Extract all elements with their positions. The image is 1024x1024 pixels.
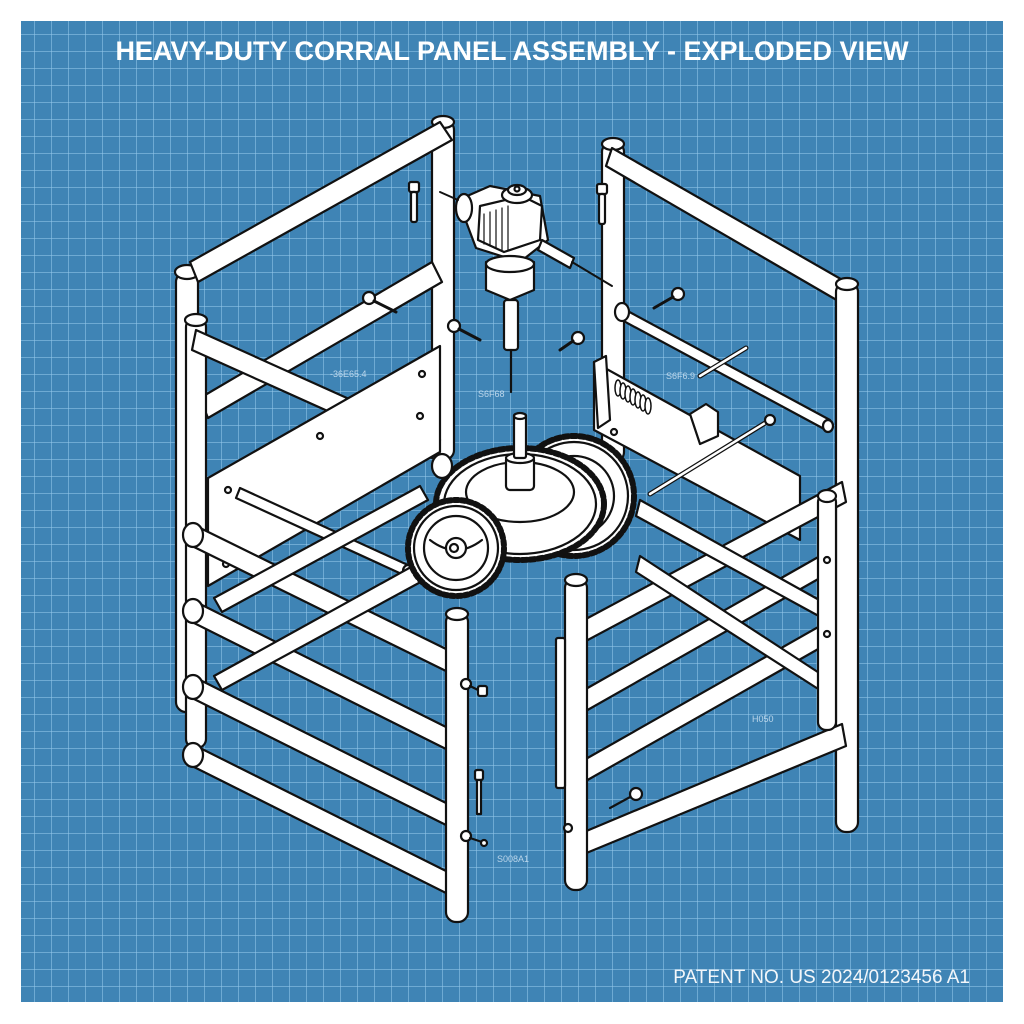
part-label: -36E65.4 xyxy=(330,369,367,379)
part-label: S6F6.9 xyxy=(666,371,695,381)
patent-number: PATENT NO. US 2024/0123456 A1 xyxy=(673,967,970,988)
front-right-gate xyxy=(554,480,848,892)
spring-bracket-right xyxy=(592,354,802,542)
part-labels: -36E65.4 S6F68 S6F6.9 H050 S008A1 xyxy=(330,369,774,864)
part-label: H050 xyxy=(752,714,774,724)
right-panel-frame xyxy=(600,136,860,834)
drawing-title: HEAVY-DUTY CORRAL PANEL ASSEMBLY - EXPLO… xyxy=(115,36,909,66)
drive-gear-assembly xyxy=(405,411,637,599)
part-label: S6F68 xyxy=(478,389,505,399)
pins-and-bolts xyxy=(361,180,686,352)
gear-motor-housing xyxy=(439,183,613,394)
front-left-gate xyxy=(181,484,489,924)
part-label: S008A1 xyxy=(497,854,529,864)
